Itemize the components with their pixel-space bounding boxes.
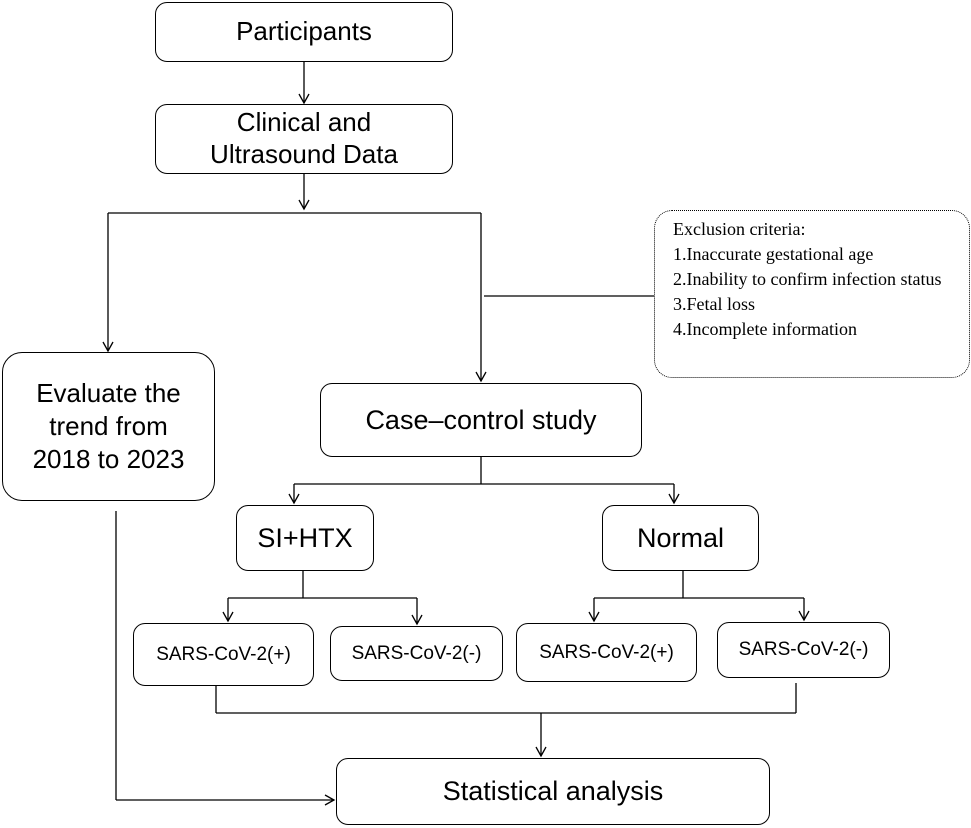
- participants-label: Participants: [236, 16, 372, 47]
- normal-sars-positive-box: SARS-CoV-2(+): [516, 623, 697, 682]
- si-htx-sars-positive-box: SARS-CoV-2(+): [133, 623, 314, 686]
- statistical-analysis-label: Statistical analysis: [442, 776, 664, 807]
- trend-label-line2: trend from: [49, 410, 168, 441]
- si-htx-label: SI+HTX: [257, 522, 353, 553]
- participants-box: Participants: [155, 2, 453, 62]
- trend-label-line1: Evaluate the: [36, 377, 181, 408]
- si-htx-box: SI+HTX: [236, 505, 374, 571]
- clinical-label-line1: Clinical and: [236, 107, 372, 138]
- exclusion-item-1: 1.Inaccurate gestational age: [673, 244, 874, 264]
- case-control-box: Case–control study: [320, 383, 642, 457]
- si-htx-sars-negative-label: SARS-CoV-2(-): [351, 642, 482, 664]
- exclusion-title: Exclusion criteria:: [673, 219, 806, 239]
- normal-sars-negative-box: SARS-CoV-2(-): [717, 622, 890, 678]
- trend-label-line3: 2018 to 2023: [32, 444, 185, 475]
- normal-box: Normal: [602, 505, 759, 571]
- exclusion-item-4: 4.Incomplete information: [673, 319, 857, 339]
- case-control-label: Case–control study: [365, 404, 597, 435]
- normal-sars-negative-label: SARS-CoV-2(-): [738, 639, 869, 661]
- statistical-analysis-box: Statistical analysis: [336, 758, 770, 825]
- evaluate-trend-box: Evaluate the trend from 2018 to 2023: [2, 352, 215, 501]
- exclusion-item-3: 3.Fetal loss: [673, 294, 756, 314]
- exclusion-criteria-box: Exclusion criteria: 1.Inaccurate gestati…: [654, 210, 970, 378]
- normal-label: Normal: [636, 522, 724, 553]
- exclusion-item-2: 2.Inability to confirm infection status: [673, 269, 942, 289]
- si-htx-sars-positive-label: SARS-CoV-2(+): [156, 643, 291, 665]
- normal-sars-positive-label: SARS-CoV-2(+): [539, 641, 674, 663]
- clinical-label-line2: Ultrasound Data: [210, 139, 398, 169]
- clinical-data-box: Clinical and Ultrasound Data: [155, 104, 453, 174]
- si-htx-sars-negative-box: SARS-CoV-2(-): [330, 626, 503, 681]
